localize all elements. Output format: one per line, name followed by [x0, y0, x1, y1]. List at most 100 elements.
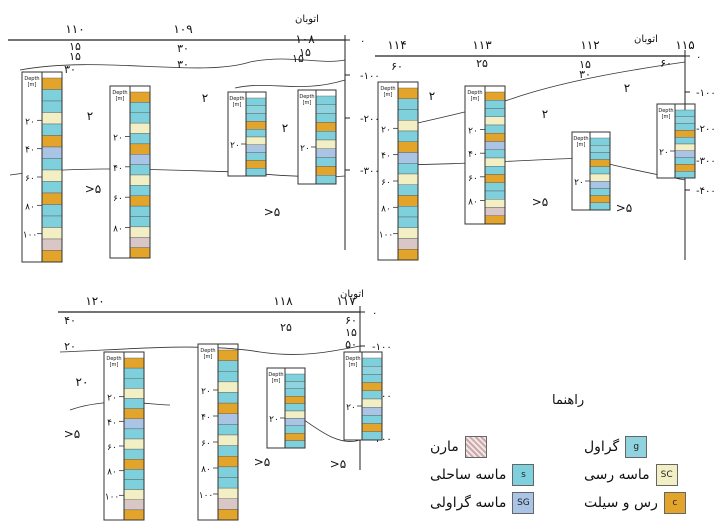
soil-layer	[397, 141, 419, 153]
soil-layer	[397, 87, 419, 99]
soil-layer	[315, 122, 337, 132]
soil-layer	[397, 173, 419, 185]
borehole-outline	[674, 103, 696, 179]
depth-tick-label: ۲۰	[300, 144, 310, 154]
highway-label: اتوبان	[634, 34, 658, 45]
depth-header: Depth	[345, 356, 360, 362]
soil-layer	[674, 170, 696, 179]
elevation-value: ۲۵	[476, 57, 488, 70]
soil-layer	[674, 123, 696, 131]
soil-layer	[315, 113, 337, 123]
soil-layer	[484, 190, 506, 200]
borehole-outline	[245, 91, 267, 177]
soil-layer	[361, 382, 383, 392]
soil-layer	[397, 163, 419, 175]
soil-layer	[245, 160, 267, 169]
depth-header: Depth	[200, 348, 215, 354]
soil-layer	[397, 216, 419, 228]
well-label: ۱۲۰	[85, 294, 104, 308]
borehole-outline	[589, 131, 611, 211]
axis-label: -۳۰۰	[360, 166, 380, 177]
soil-layer	[284, 410, 306, 419]
legend-label-clayey-sand: ماسه رسی	[584, 467, 650, 483]
depth-tick-label: ۶۰	[107, 443, 117, 453]
soil-layer	[484, 174, 506, 183]
borehole-outline	[315, 89, 337, 185]
soil-layer	[217, 360, 239, 372]
soil-layer	[217, 371, 239, 383]
region-label: ۲	[87, 109, 93, 123]
well-label: ۱۱۰	[65, 22, 84, 36]
soil-layer	[361, 407, 383, 416]
soil-layer	[123, 388, 145, 399]
elevation-value: ۱۵	[69, 40, 81, 53]
soil-layer	[284, 403, 306, 412]
soil-layer	[245, 105, 267, 114]
axis-label: ۰	[360, 36, 365, 47]
elevation-value: ۲۰	[64, 340, 76, 353]
soil-layer	[129, 164, 151, 176]
depth-tick-label: ۴۰	[201, 413, 211, 423]
soil-layer	[674, 116, 696, 124]
soil-layer	[41, 227, 63, 240]
axis-label: -۳۰۰	[696, 156, 716, 167]
borehole-outline	[123, 351, 145, 521]
soil-layer	[217, 349, 239, 361]
beach-sand-swatch: s	[512, 464, 535, 486]
soil-layer	[361, 398, 383, 408]
legend-item-beach-sand: s ماسه ساحلی	[430, 464, 535, 486]
depth-unit: [m]	[272, 378, 281, 384]
depth-tick-label: ۸۰	[201, 465, 211, 475]
layer-boundary	[377, 157, 686, 181]
depth-tick-label: ۶۰	[113, 194, 123, 204]
soil-layer	[315, 139, 337, 150]
elevation-value: ۳۰	[177, 42, 189, 55]
depth-tick-label: ۲۰	[574, 178, 584, 188]
cross-section-1: ۱۱۰۱۰۹۱۰۸اتوبان۱۵۱۵۳۰۳۰۳۰۱۵۱۵۱۵۰-۱۰۰-۲۰۰…	[8, 14, 380, 263]
soil-layer	[484, 182, 506, 192]
depth-tick-label: ۲۰	[269, 415, 279, 425]
soil-layer	[361, 431, 383, 441]
soil-layer	[129, 216, 151, 228]
legend-item-gravelly-sand: SG ماسه گراولی	[430, 492, 535, 514]
soil-layer	[123, 489, 145, 500]
elevation-value: ۳۰	[579, 68, 591, 81]
depth-tick-label: ۲۰	[107, 394, 117, 404]
region-label: ۲	[542, 107, 548, 121]
layer-boundary	[377, 61, 686, 133]
soil-layer	[674, 109, 696, 118]
depth-tick-label: ۶۰	[468, 174, 478, 184]
depth-tick-label: ۸۰	[25, 202, 35, 212]
soil-layer	[217, 413, 239, 425]
soil-layer	[123, 438, 145, 450]
gravelly-sand-swatch: SG	[512, 492, 535, 514]
region-label: >۵	[254, 455, 271, 469]
gravel-swatch: g	[625, 436, 648, 458]
elevation-value: ۴۰	[64, 314, 76, 327]
soil-layer	[397, 195, 419, 207]
soil-layer	[217, 456, 239, 468]
soil-layer	[315, 148, 337, 158]
well-label: ۱۱۴	[387, 38, 406, 52]
elevation-value: ۱۵	[299, 46, 311, 59]
borehole: Depth[m]۲۰	[571, 131, 611, 211]
soil-layer	[123, 448, 145, 460]
soil-layer	[245, 113, 267, 122]
well-label: ۱۱۸	[273, 294, 293, 308]
soil-layer	[484, 91, 506, 101]
axis-label: -۴۰۰	[696, 186, 716, 197]
soil-layer	[129, 143, 151, 155]
region-label: >۵	[64, 427, 81, 441]
depth-unit: [m]	[110, 362, 119, 368]
region-label: >۵	[330, 457, 347, 471]
soil-layer	[284, 425, 306, 434]
borehole-outline	[41, 71, 63, 263]
soil-layer	[674, 136, 696, 145]
soil-layer	[41, 100, 63, 113]
soil-layer	[41, 192, 63, 205]
soil-layer	[129, 154, 151, 165]
depth-tick-label: ۲۰	[230, 141, 240, 151]
soil-layer	[41, 89, 63, 102]
depth-header: Depth	[299, 94, 314, 100]
